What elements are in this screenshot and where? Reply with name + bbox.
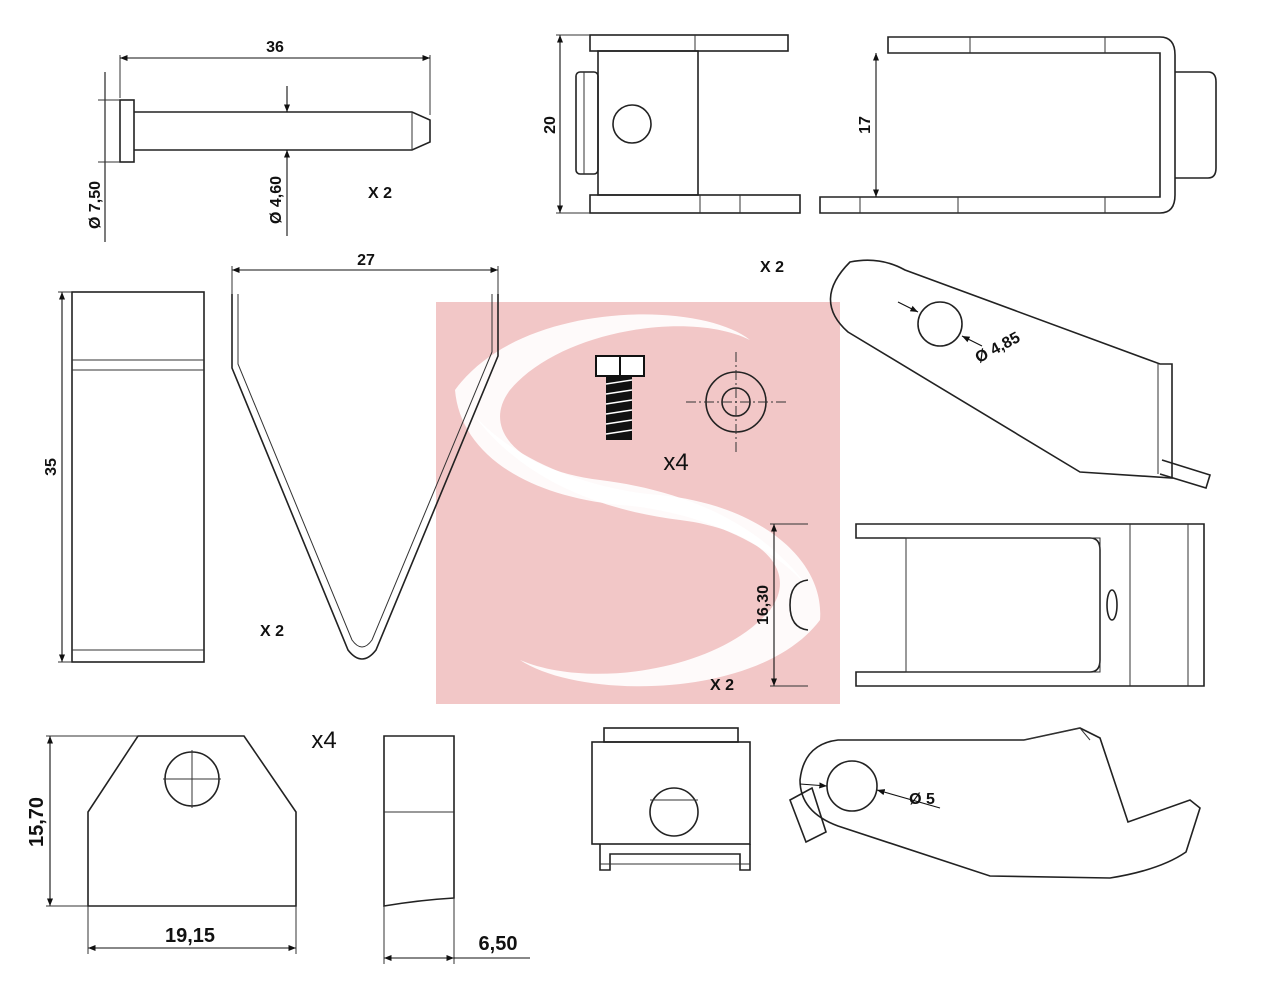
- plate-side-view: [383, 735, 530, 964]
- spring-block-view: [58, 291, 205, 663]
- plate-thickness-dim: 6,50: [479, 933, 518, 955]
- clip-height-dim: 16,30: [755, 585, 772, 625]
- plate-front-view: [46, 735, 297, 954]
- screw-icon: [595, 355, 645, 440]
- spring-qty: X 2: [260, 623, 284, 640]
- screw-qty: x4: [663, 449, 688, 476]
- pin-qty: X 2: [368, 185, 392, 202]
- pin-shaft-dia-dim: Ø 4,60: [268, 176, 285, 224]
- bottom-arm-view: [789, 727, 1201, 879]
- spring-height-dim: 35: [43, 458, 60, 476]
- arm-bottom-hole-dia-dim: Ø 5: [909, 791, 935, 808]
- bracket-inner-dim: 17: [857, 116, 874, 134]
- pin-length-dim: 36: [266, 39, 284, 56]
- bottom-bracket-view: [591, 727, 751, 871]
- plate-height-dim: 15,70: [26, 797, 48, 847]
- v-spring-view: [231, 266, 499, 660]
- bracket-side-view: [819, 36, 1217, 214]
- bracket-height-dim: 20: [542, 116, 559, 134]
- plate-qty: x4: [311, 727, 336, 754]
- clip-qty: X 2: [710, 677, 734, 694]
- clip-view: [770, 523, 1205, 687]
- plate-width-dim: 19,15: [165, 925, 215, 947]
- washer-icon: [686, 352, 786, 452]
- arm-top-view: [829, 259, 1211, 489]
- pin-drawing: [98, 54, 431, 242]
- spring-width-dim: 27: [357, 252, 375, 269]
- bracket-front-view: [556, 34, 801, 214]
- arm-top-qty: X 2: [760, 259, 784, 276]
- arm-hole-dia-dim: Ø 4,85: [973, 329, 1023, 367]
- pin-head-dia-dim: Ø 7,50: [87, 181, 104, 229]
